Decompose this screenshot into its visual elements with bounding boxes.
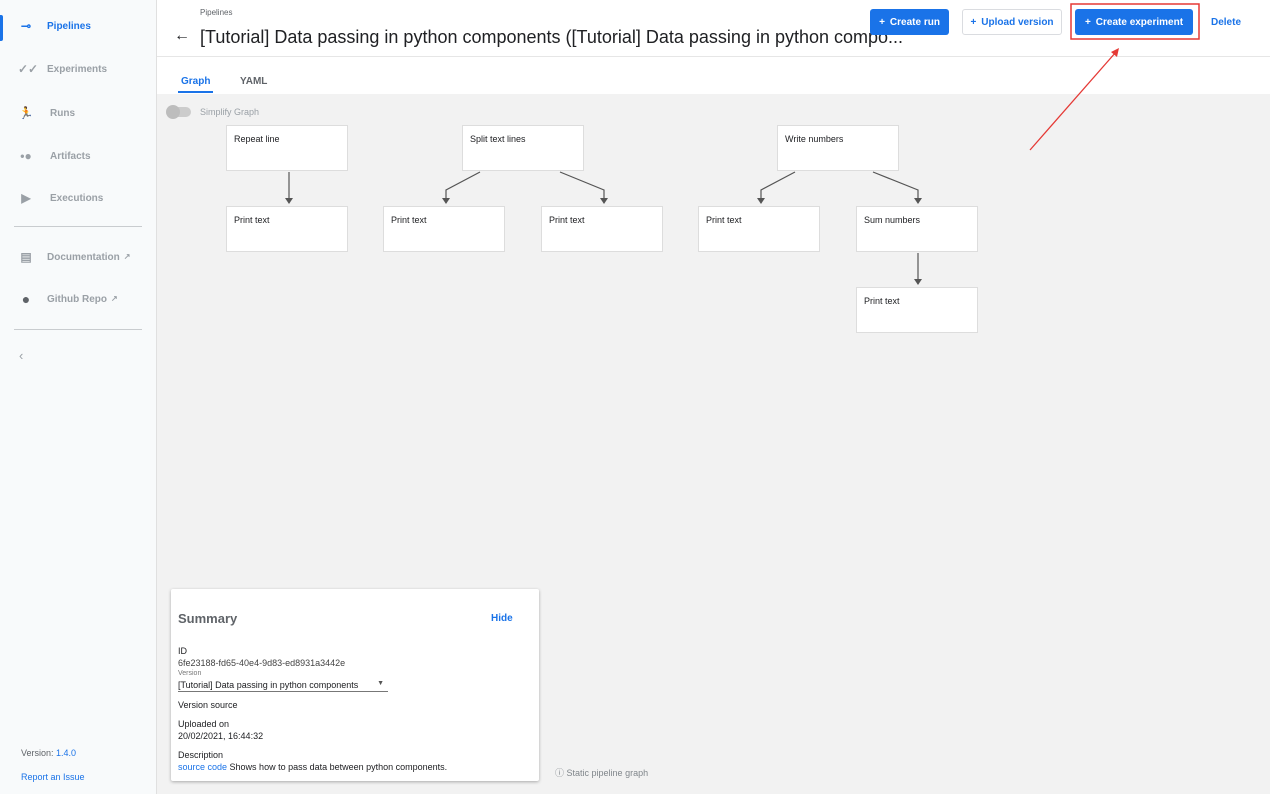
collapse-sidebar-icon[interactable]: ‹ bbox=[19, 348, 24, 363]
hide-summary-button[interactable]: Hide bbox=[491, 613, 513, 624]
experiments-icon: ✓✓ bbox=[18, 62, 39, 76]
create-experiment-button[interactable]: +Create experiment bbox=[1075, 9, 1193, 35]
source-code-link[interactable]: source code bbox=[178, 762, 228, 772]
tab-graph[interactable]: Graph bbox=[177, 76, 214, 93]
divider bbox=[14, 329, 142, 330]
delete-button[interactable]: Delete bbox=[1210, 16, 1241, 28]
graph-node[interactable]: Print text bbox=[226, 206, 348, 252]
graph-edge bbox=[559, 171, 605, 203]
simplify-graph-toggle[interactable] bbox=[166, 105, 191, 119]
external-link-icon: ↗ bbox=[111, 293, 118, 303]
divider bbox=[14, 226, 142, 227]
header: Pipelines ← [Tutorial] Data passing in p… bbox=[157, 0, 1270, 57]
sidebar-item-pipelines[interactable]: ⊸Pipelines bbox=[0, 11, 156, 41]
graph-node[interactable]: Print text bbox=[698, 206, 820, 252]
back-arrow-icon[interactable]: ← bbox=[174, 27, 190, 44]
graph-node[interactable]: Sum numbers bbox=[856, 206, 978, 252]
artifacts-icon: •● bbox=[20, 149, 32, 163]
plus-icon: + bbox=[970, 16, 977, 28]
annotation-highlight-box bbox=[1070, 3, 1200, 40]
sidebar-item-executions[interactable]: ▶Executions bbox=[0, 183, 156, 213]
external-link-icon: ↗ bbox=[123, 251, 131, 261]
upload-version-button[interactable]: +Upload version bbox=[962, 9, 1062, 35]
graph-edge bbox=[872, 171, 919, 203]
github-icon: ● bbox=[21, 291, 31, 307]
page-title: [Tutorial] Data passing in python compon… bbox=[200, 27, 904, 47]
annotation-arrow bbox=[1029, 51, 1117, 151]
runs-icon: 🏃 bbox=[18, 106, 34, 120]
simplify-graph-label: Simplify Graph bbox=[200, 107, 260, 117]
graph-edge bbox=[760, 171, 796, 203]
executions-icon: ▶ bbox=[21, 191, 31, 205]
pipeline-id: 6fe23188-fd65-40e4-9d83-ed8931a3442e bbox=[178, 658, 346, 668]
graph-node[interactable]: Split text lines bbox=[462, 125, 584, 171]
graph-node[interactable]: Print text bbox=[856, 287, 978, 333]
report-issue-link[interactable]: Report an Issue bbox=[21, 772, 85, 782]
dropdown-arrow-icon: ▼ bbox=[377, 680, 384, 687]
version-link[interactable]: 1.4.0 bbox=[56, 748, 77, 758]
graph-node[interactable]: Repeat line bbox=[226, 125, 348, 171]
graph-edge bbox=[445, 171, 481, 203]
document-icon: ▤ bbox=[20, 250, 32, 264]
sidebar-link-documentation[interactable]: ▤Documentation↗ bbox=[0, 242, 156, 272]
tab-yaml[interactable]: YAML bbox=[240, 76, 268, 87]
plus-icon: + bbox=[1084, 16, 1091, 28]
sidebar-item-runs[interactable]: 🏃Runs bbox=[18, 106, 75, 120]
graph-node[interactable]: Write numbers bbox=[777, 125, 899, 171]
sidebar-item-experiments[interactable]: ✓✓Experiments bbox=[18, 62, 108, 76]
sidebar-link-github[interactable]: ●Github Repo↗ bbox=[0, 284, 156, 314]
summary-panel: Summary Hide ID 6fe23188-fd65-40e4-9d83-… bbox=[171, 589, 539, 781]
plus-icon: + bbox=[879, 16, 885, 28]
graph-node[interactable]: Print text bbox=[383, 206, 505, 252]
version-select[interactable]: [Tutorial] Data passing in python compon… bbox=[178, 680, 388, 692]
sidebar: ⊸Pipelines ✓✓Experiments 🏃Runs •●Artifac… bbox=[0, 0, 157, 794]
pipelines-icon: ⊸ bbox=[20, 19, 32, 33]
breadcrumb[interactable]: Pipelines bbox=[200, 8, 233, 17]
create-run-button[interactable]: +Create run bbox=[870, 9, 949, 35]
summary-title: Summary bbox=[178, 611, 238, 626]
sidebar-item-artifacts[interactable]: •●Artifacts bbox=[0, 141, 156, 171]
graph-node[interactable]: Print text bbox=[541, 206, 663, 252]
info-icon: ⓘ bbox=[555, 768, 565, 778]
